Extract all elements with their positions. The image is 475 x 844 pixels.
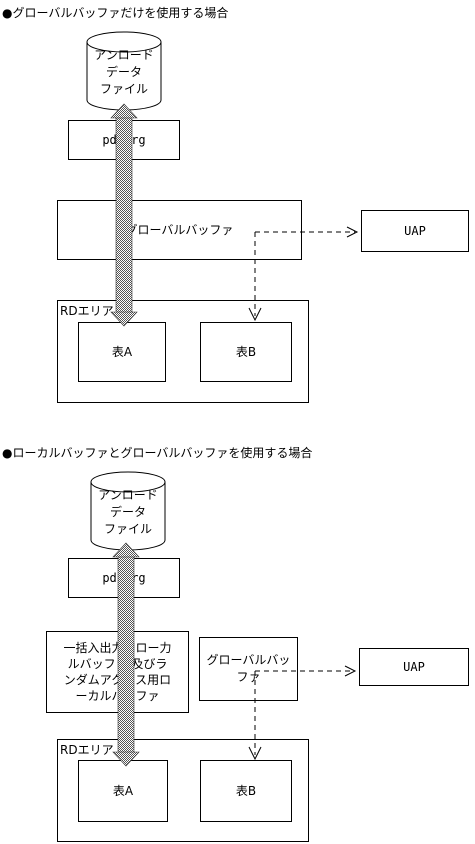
table-b-box-2: 表B bbox=[200, 760, 292, 822]
pdrorg-box: pdrorg bbox=[68, 120, 180, 160]
table-b-label-2: 表B bbox=[235, 783, 257, 798]
pdrorg-box-2: pdrorg bbox=[68, 558, 180, 598]
rd-area-label-2: RDエリア bbox=[60, 743, 114, 757]
table-b-label: 表B bbox=[235, 344, 257, 359]
global-buffer-box-2: グローバルバッ ファ bbox=[199, 637, 298, 701]
pdrorg-label: pdrorg bbox=[102, 133, 146, 147]
uap-label-2: UAP bbox=[403, 660, 425, 674]
uap-box-2: UAP bbox=[359, 648, 469, 686]
table-a-label: 表A bbox=[111, 344, 133, 359]
table-b-box: 表B bbox=[200, 322, 292, 382]
pdrorg-label-2: pdrorg bbox=[102, 571, 146, 585]
uap-box: UAP bbox=[361, 210, 469, 252]
table-a-label-2: 表A bbox=[112, 783, 134, 798]
table-a-box-2: 表A bbox=[78, 760, 168, 822]
unload-data-file-label: アンロード データ ファイル bbox=[94, 47, 154, 96]
global-buffer-label: グローバルバッファ bbox=[125, 222, 234, 237]
global-buffer-box: グローバルバッファ bbox=[57, 200, 302, 260]
section2-heading: ●ローカルバッファとグローバルバッファを使用する場合 bbox=[2, 446, 313, 460]
global-buffer-label-2: グローバルバッ ファ bbox=[206, 653, 291, 684]
local-buffer-box: 一括入出力用ロー力 ルバッファ 及びラ ンダムアクセス用ロ ーカルバッファ bbox=[46, 631, 189, 713]
unload-data-file-cylinder-icon-2 bbox=[90, 471, 166, 551]
unload-data-file-label-2: アンロード データ ファイル bbox=[98, 487, 158, 536]
uap-label: UAP bbox=[404, 224, 426, 238]
local-buffer-label: 一括入出力用ロー力 ルバッファ 及びラ ンダムアクセス用ロ ーカルバッファ bbox=[63, 641, 172, 703]
unload-data-file-cylinder-icon bbox=[86, 31, 162, 111]
rd-area-label: RDエリア bbox=[60, 304, 114, 318]
table-a-box: 表A bbox=[78, 322, 166, 382]
section1-heading: ●グローバルバッファだけを使用する場合 bbox=[2, 6, 229, 20]
